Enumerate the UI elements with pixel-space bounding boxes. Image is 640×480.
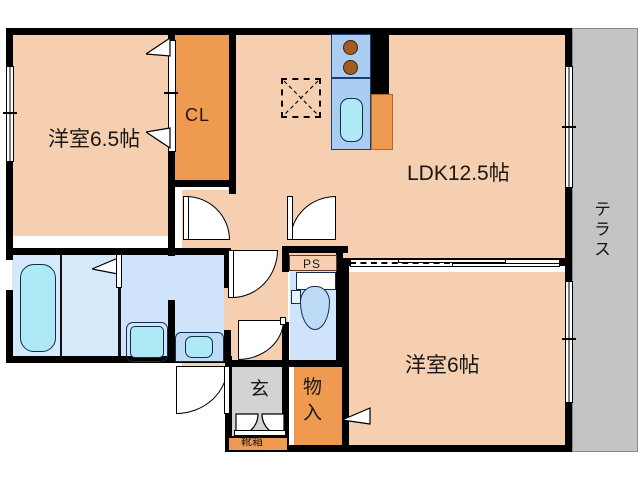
sliding-partition-panel-a [398, 259, 506, 263]
door-toilet-leaf [280, 317, 286, 325]
stove-burner-front-icon [343, 40, 358, 55]
window-bedroom-large-left[interactable] [6, 66, 14, 162]
storage-label-line1: 物 [303, 377, 323, 398]
closet-door-fold-bottom-icon [146, 127, 171, 150]
wall-bath-top [6, 248, 231, 255]
wall-corridor-left-upper [168, 238, 175, 256]
door-hall-genkan[interactable] [176, 366, 228, 414]
ceiling-hatch-marker [281, 78, 321, 118]
pipe-shaft-label: PS [303, 257, 322, 271]
door-hall-genkan-leaf [224, 366, 230, 414]
wall-bottom [225, 445, 572, 452]
door-bedroom-large-leaf [183, 196, 189, 240]
wall-washroom-right [224, 248, 231, 288]
wall-right-lower [565, 400, 572, 452]
bedroom-small-label: 洋室6帖 [405, 354, 480, 377]
sliding-partition-dash [350, 262, 450, 264]
shoe-cabinet-label: 靴箱 [241, 436, 263, 448]
wall-top [6, 28, 572, 35]
room-fill-bedroom-large [12, 34, 175, 236]
wall-left-mid [6, 160, 13, 260]
hallway-fill-lower [228, 186, 288, 246]
window-mullion-bedroom-small [562, 338, 576, 340]
wall-washroom-right-2 [224, 330, 231, 363]
door-bedroom-small-fold-icon[interactable] [342, 404, 372, 428]
storage-label-line2: 入 [303, 403, 323, 424]
bathroom-door-panel [116, 254, 122, 288]
terrace-area [572, 28, 638, 452]
toilet-lever-icon [291, 290, 301, 304]
wall-corridor-left [168, 300, 175, 363]
storage-fill [294, 366, 348, 452]
wall-toilet-bottom [282, 360, 343, 367]
refrigerator-space [371, 94, 393, 150]
wall-right-mid [565, 185, 572, 283]
washing-machine-pan [130, 326, 164, 358]
wall-toilet-left [282, 246, 289, 272]
window-mullion-ldk [562, 126, 576, 128]
wall-bath-divider2 [60, 255, 62, 356]
pipe-shaft-box [289, 255, 337, 271]
wall-toilet-left-2 [282, 322, 289, 452]
sliding-partition-panel-b [452, 263, 560, 267]
shoe-cabinet [229, 436, 287, 450]
closet-door-panel[interactable] [168, 40, 176, 152]
wall-ldk-bottom [282, 246, 348, 253]
kitchen-sink-basin [340, 98, 363, 142]
window-mullion-left [3, 112, 17, 114]
closet-door-fold-top-icon [146, 36, 171, 57]
wall-bath-divider [118, 255, 121, 356]
ldk-label: LDK12.5帖 [407, 162, 510, 185]
wall-closet-bottom [168, 180, 236, 187]
wash-basin [185, 336, 213, 358]
genkan-label: 玄 [250, 379, 270, 400]
wall-genkan-top [225, 360, 289, 367]
wall-left-lower [6, 290, 13, 362]
wall-bedroom-small-left [342, 258, 349, 452]
window-bedroom-small-terrace[interactable] [565, 281, 573, 403]
washing-machine-pan-outline [126, 322, 168, 362]
wall-toilet-right [336, 253, 343, 366]
wall-bedroom-large-right-2 [168, 103, 175, 238]
genkan-threshold [234, 430, 286, 436]
door-washroom-leaf [228, 250, 234, 298]
wall-left-upper [6, 28, 13, 68]
closet-fill [175, 34, 229, 186]
stove-burner-back-icon [343, 60, 358, 75]
wall-kitchen-stub [371, 34, 389, 94]
room-fill-bedroom-small [348, 272, 572, 452]
closet-label: CL [185, 105, 211, 125]
door-ldk-leaf [287, 196, 293, 240]
toilet-bowl [300, 286, 330, 330]
closet-door-mullion [164, 92, 178, 94]
bedroom-large-label: 洋室6.5帖 [48, 128, 141, 151]
wall-right-upper [565, 28, 572, 68]
terrace-label: テラス [591, 200, 610, 260]
wall-closet-right [229, 34, 236, 194]
wall-bath-bottom [6, 356, 231, 363]
bathtub [20, 264, 56, 352]
